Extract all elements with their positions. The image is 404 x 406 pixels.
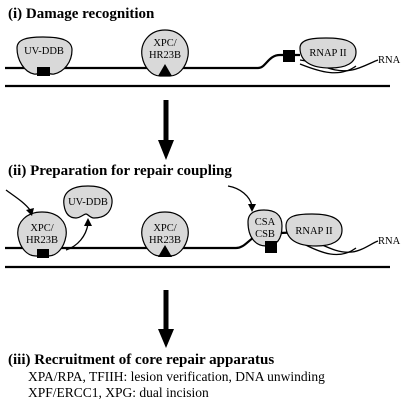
lesion-square-2a [37, 249, 49, 258]
curved-arrow-xpc-in-head [26, 208, 34, 216]
step-1-title: (i) Damage recognition [8, 6, 155, 22]
step-3-detail-2: XPF/ERCC1, XPG: dual incision [28, 385, 209, 400]
arrow-1-head [158, 140, 174, 160]
rnap-ii-protein-2 [285, 213, 343, 247]
xpc-label-line1-2a: XPC/ [30, 223, 53, 234]
curved-arrow-uvddb-out [65, 223, 89, 251]
csa-label: CSA [255, 217, 276, 228]
lesion-square-2b [265, 241, 277, 253]
lesion-square-1a [37, 67, 50, 76]
uv-ddb-label-2: UV-DDB [68, 197, 108, 208]
arrow-2-head [158, 329, 174, 348]
xpc-hr23b-protein-2b [141, 211, 189, 257]
rna-strand-1b [299, 63, 357, 74]
csa-csb-protein [247, 209, 283, 247]
xpc-label-line2-1: HR23B [149, 50, 181, 61]
xpc-hr23b-protein-1 [141, 29, 189, 77]
dna-top-strand-1 [5, 53, 300, 70]
step-2-title: (ii) Preparation for repair coupling [8, 163, 232, 179]
uv-ddb-label-1: UV-DDB [24, 46, 64, 57]
lesion-triangle-1 [158, 64, 172, 76]
step-3-title: (iii) Recruitment of core repair apparat… [8, 352, 274, 368]
curved-arrow-xpc-in [5, 189, 31, 211]
curved-arrow-csa-in-head [248, 204, 256, 212]
step-3-detail-1: XPA/RPA, TFIIH: lesion verification, DNA… [28, 369, 325, 384]
curved-arrow-csa-in [227, 185, 253, 207]
uv-ddb-protein-1 [16, 36, 73, 75]
rnap-ii-label-1: RNAP II [309, 48, 347, 59]
curved-arrow-uvddb-out-head [84, 218, 92, 226]
lesion-triangle-2 [158, 245, 172, 257]
xpc-label-line2-2a: HR23B [26, 235, 58, 246]
xpc-label-line1-1: XPC/ [153, 38, 176, 49]
rnap-ii-label-2: RNAP II [295, 226, 333, 237]
rnap-ii-protein-1 [299, 37, 357, 69]
rna-label-1: RNA [378, 55, 401, 66]
csb-label: CSB [255, 229, 275, 240]
xpc-label-line2-2b: HR23B [149, 235, 181, 246]
uv-ddb-protein-2 [63, 185, 113, 219]
rna-label-2: RNA [378, 236, 401, 247]
xpc-label-line1-2b: XPC/ [153, 223, 176, 234]
lesion-square-1b [283, 50, 295, 62]
